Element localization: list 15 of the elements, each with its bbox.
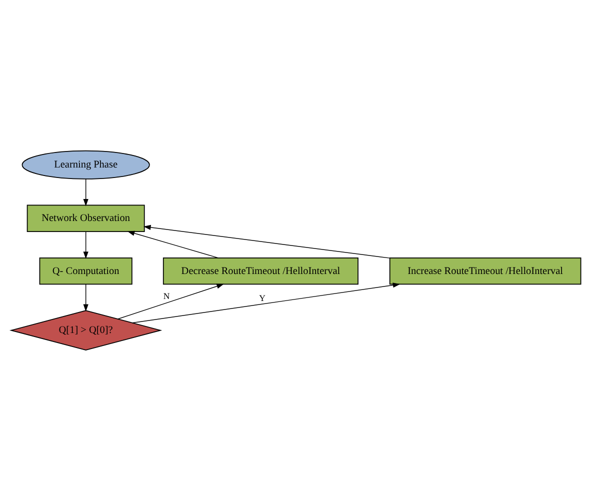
arrow xyxy=(118,283,224,319)
arrow xyxy=(83,230,88,258)
arrow xyxy=(83,178,88,206)
arrow xyxy=(127,230,218,258)
edge-label: N xyxy=(163,290,170,301)
node-diamond: Q[1] > Q[0]? xyxy=(9,310,162,350)
node-box: Increase RouteTimeout /HelloInterval xyxy=(389,256,582,284)
node-ellipse: Learning Phase xyxy=(22,150,150,179)
arrow xyxy=(132,282,400,323)
node-box: Network Observation xyxy=(26,204,145,232)
edge-label: Y xyxy=(259,292,266,303)
node-box: Decrease RouteTimeout /HelloInterval xyxy=(162,256,358,284)
node-box: Q- Computation xyxy=(39,256,132,284)
arrow xyxy=(143,224,390,258)
arrow xyxy=(83,283,88,312)
